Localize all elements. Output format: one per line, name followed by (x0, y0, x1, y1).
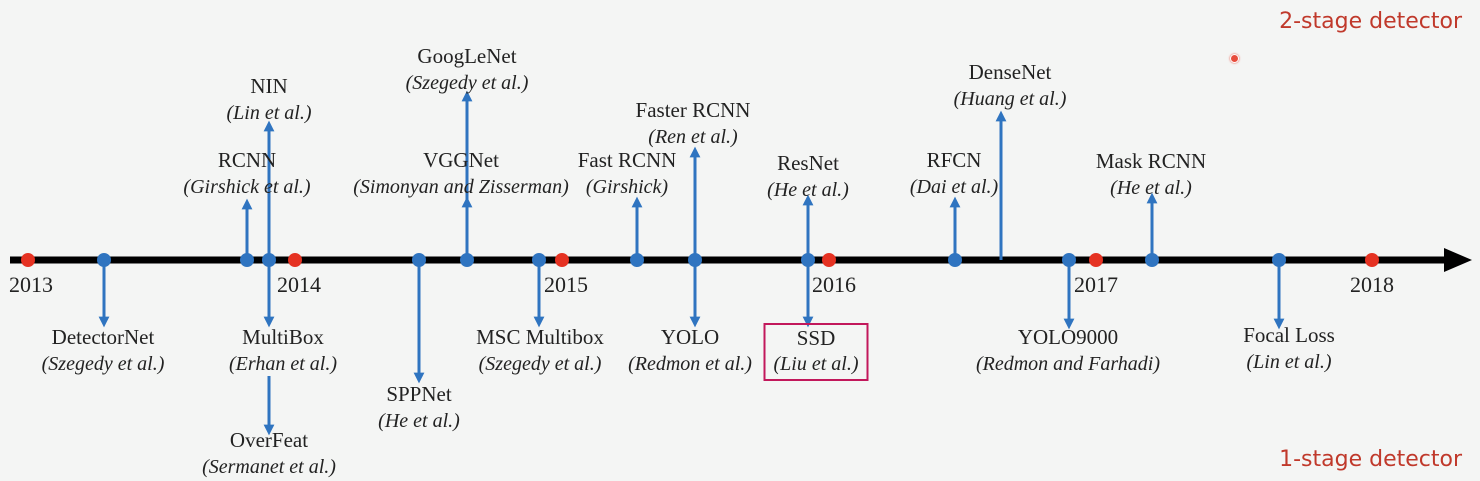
year-label-2013: 2013 (9, 272, 53, 297)
model-detectornet: DetectorNet (Szegedy et al.) (42, 324, 165, 378)
model-fast-rcnn: Fast RCNN (Girshick) (578, 147, 677, 201)
model-name: YOLO9000 (1017, 325, 1119, 349)
model-author: (Lin et al.) (1246, 351, 1332, 373)
model-name: Focal Loss (1243, 323, 1335, 347)
model-yolo: YOLO (Redmon et al.) (628, 324, 752, 378)
year-label-2016: 2016 (812, 272, 856, 297)
model-author: (Lin et al.) (226, 102, 312, 124)
model-node (801, 253, 815, 267)
year-marker-2016 (822, 253, 836, 267)
pointer-dot (1230, 54, 1239, 63)
timeline-axis-arrowhead (1444, 248, 1472, 272)
model-name: OverFeat (229, 428, 309, 452)
model-author: (Dai et al.) (909, 176, 999, 198)
model-name: MultiBox (242, 325, 324, 349)
model-author: (Girshick) (585, 176, 669, 198)
model-name: VGGNet (423, 148, 499, 172)
model-densenet: DenseNet (Huang et al.) (954, 59, 1067, 113)
model-author: (Redmon and Farhadi) (975, 353, 1161, 375)
year-label-2017: 2017 (1074, 272, 1118, 297)
model-sppnet: SPPNet (He et al.) (378, 381, 460, 435)
year-marker-2017 (1089, 253, 1103, 267)
model-mask-rcnn: Mask RCNN (He et al.) (1096, 148, 1206, 202)
model-nin: NIN (Lin et al.) (227, 73, 312, 127)
model-name: Mask RCNN (1095, 149, 1207, 173)
model-author: (Liu et al.) (773, 353, 859, 375)
model-name: RCNN (217, 148, 277, 172)
model-msc-multibox: MSC Multibox (Szegedy et al.) (476, 324, 604, 378)
model-node (1272, 253, 1286, 267)
model-vggnet: VGGNet (Simonyan and Zisserman) (353, 147, 569, 201)
model-node (948, 253, 962, 267)
model-node (1062, 253, 1076, 267)
model-author: (Simonyan and Zisserman) (353, 176, 569, 198)
model-node (97, 253, 111, 267)
model-name: DetectorNet (51, 325, 155, 349)
year-marker-2014 (288, 253, 302, 267)
model-node (412, 253, 426, 267)
model-author: (Erhan et al.) (229, 353, 337, 375)
model-rcnn: RCNN (Girshick et al.) (183, 147, 310, 201)
model-name: GoogLeNet (417, 44, 517, 68)
model-author: (He et al.) (767, 179, 849, 201)
model-faster-rcnn: Faster RCNN (Ren et al.) (636, 97, 751, 151)
model-name: MSC Multibox (476, 325, 604, 349)
model-overfeat: OverFeat (Sermanet et al.) (202, 427, 336, 481)
model-focal-loss: Focal Loss (Lin et al.) (1243, 322, 1335, 376)
connector-arrows (98, 90, 1285, 436)
model-resnet: ResNet (He et al.) (767, 150, 849, 204)
model-node (262, 253, 276, 267)
year-marker-2013 (21, 253, 35, 267)
model-author: (Szegedy et al.) (405, 72, 529, 94)
model-author: (Girshick et al.) (183, 176, 311, 198)
model-rfcn: RFCN (Dai et al.) (910, 147, 998, 201)
model-author: (Redmon et al.) (628, 353, 752, 375)
year-label-2014: 2014 (277, 272, 321, 297)
year-label-2015: 2015 (544, 272, 588, 297)
model-author: (Szegedy et al.) (41, 353, 165, 375)
timeline-nodes (21, 253, 1379, 267)
model-name: SPPNet (386, 382, 452, 406)
model-node (460, 253, 474, 267)
model-author: (Huang et al.) (953, 88, 1067, 110)
year-marker-2018 (1365, 253, 1379, 267)
model-node (630, 253, 644, 267)
model-name: NIN (250, 74, 288, 98)
model-name: Fast RCNN (577, 148, 677, 172)
model-author: (He et al.) (1110, 177, 1192, 199)
model-author: (Szegedy et al.) (478, 353, 602, 375)
one-stage-detector-label: 1-stage detector (1279, 447, 1462, 472)
model-multibox: MultiBox (Erhan et al.) (229, 324, 337, 378)
model-author: (Ren et al.) (648, 126, 738, 148)
model-googlenet: GoogLeNet (Szegedy et al.) (406, 43, 529, 97)
model-author: (Sermanet et al.) (202, 456, 336, 478)
model-name: Faster RCNN (635, 98, 751, 122)
model-name: RFCN (926, 148, 982, 172)
year-marker-2015 (555, 253, 569, 267)
two-stage-detector-label: 2-stage detector (1279, 9, 1462, 34)
model-node (1145, 253, 1159, 267)
model-node (240, 253, 254, 267)
model-author: (He et al.) (378, 410, 460, 432)
model-name: YOLO (660, 325, 720, 349)
model-node (532, 253, 546, 267)
model-node (688, 253, 702, 267)
model-ssd: SSD (Liu et al.) (763, 323, 869, 381)
model-name: DenseNet (968, 60, 1052, 84)
model-name: SSD (796, 326, 836, 350)
model-name: ResNet (777, 151, 839, 175)
year-label-2018: 2018 (1350, 272, 1394, 297)
model-yolo9000: YOLO9000 (Redmon and Farhadi) (976, 324, 1160, 378)
